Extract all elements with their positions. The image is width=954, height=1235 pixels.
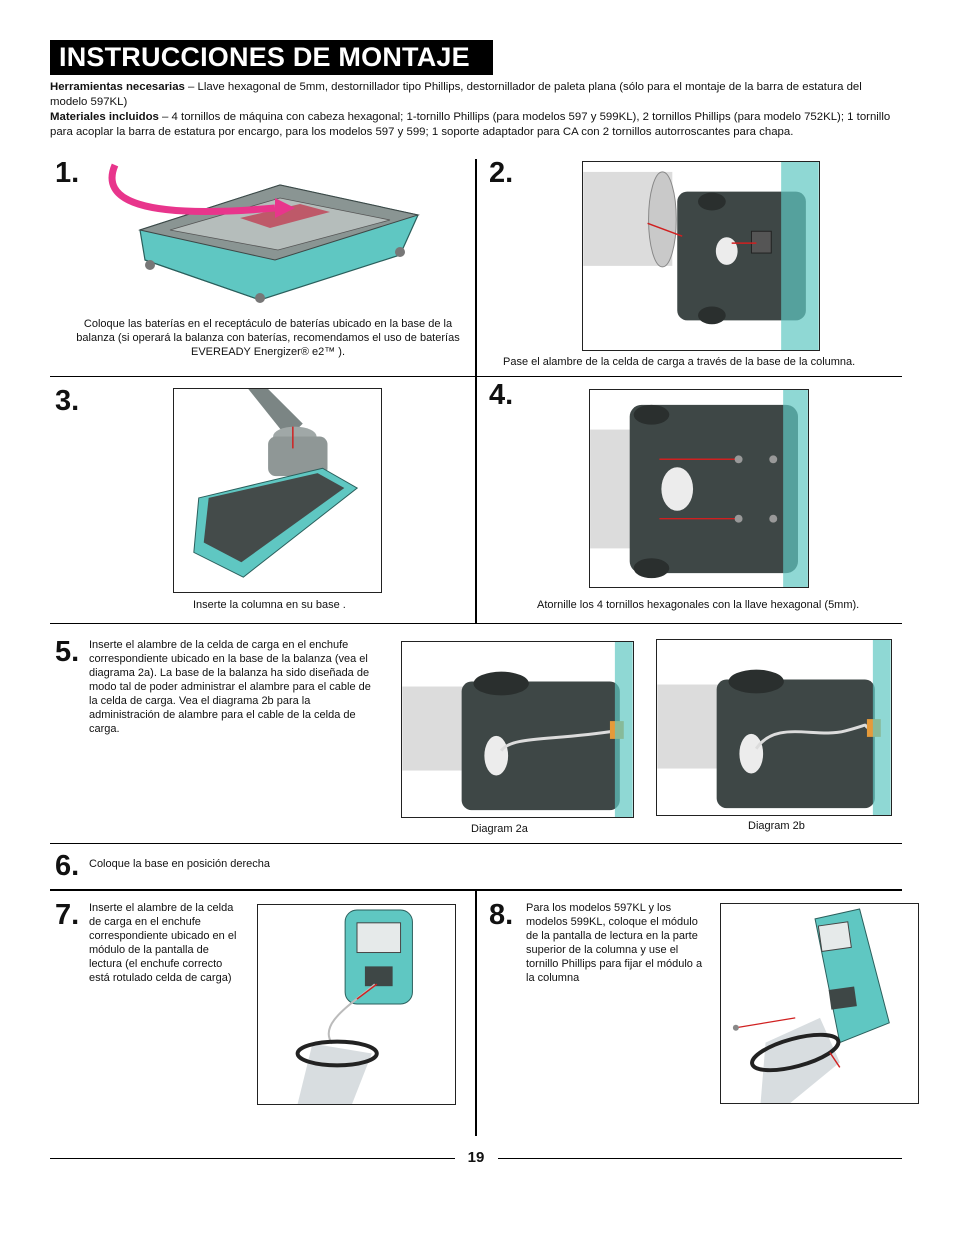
step-8-caption: Para los modelos 597KL y los modelos 599…: [526, 902, 703, 984]
divider-row-3: [50, 843, 902, 844]
step-7-illustration: [257, 904, 456, 1105]
step-8-number: 8.: [489, 899, 514, 931]
step-1-caption: Coloque las baterías en el receptáculo d…: [76, 318, 460, 358]
step-7-number: 7.: [55, 899, 80, 931]
step-7-caption: Inserte el alambre de la celda de carga …: [89, 902, 237, 984]
step-5-caption: Inserte el alambre de la celda de carga …: [89, 639, 371, 735]
step-5-number: 5.: [55, 636, 80, 668]
step-6-number: 6.: [55, 850, 80, 882]
diagram-2b-label: Diagram 2b: [748, 820, 805, 832]
step-2-illustration: [582, 161, 820, 351]
divider-col-top: [475, 159, 477, 623]
divider-col-bottom: [475, 890, 477, 1136]
page-number: 19: [467, 1149, 485, 1166]
tools-label: Herramientas necesarias: [50, 81, 185, 93]
intro-paragraph: Herramientas necesarias – Llave hexagona…: [50, 80, 902, 140]
footer-rule-right: [498, 1158, 902, 1159]
step-3-number: 3.: [55, 385, 80, 417]
step-8-illustration: [720, 903, 919, 1104]
tools-text: – Llave hexagonal de 5mm, destornillador…: [50, 81, 862, 108]
step-4-number: 4.: [489, 379, 514, 411]
step-1-illustration: [100, 160, 430, 310]
step-3-caption: Inserte la columna en su base .: [193, 599, 346, 611]
diagram-2a-illustration: [401, 641, 634, 818]
divider-row-2: [50, 623, 902, 624]
step-6-caption: Coloque la base en posición derecha: [89, 858, 271, 870]
materials-label: Materiales incluidos: [50, 111, 159, 123]
diagram-2b-illustration: [656, 639, 892, 816]
step-4-illustration: [589, 389, 809, 588]
divider-row-4: [50, 889, 902, 891]
footer-rule-left: [50, 1158, 455, 1159]
step-1-number: 1.: [55, 157, 80, 189]
step-3-illustration: [173, 388, 382, 593]
step-4-caption: Atornille los 4 tornillos hexagonales co…: [537, 599, 860, 611]
materials-text: – 4 tornillos de máquina con cabeza hexa…: [50, 111, 891, 138]
step-2-caption: Pase el alambre de la celda de carga a t…: [503, 356, 856, 368]
page-title: INSTRUCCIONES DE MONTAJE: [50, 40, 493, 75]
diagram-2a-label: Diagram 2a: [471, 823, 528, 835]
step-2-number: 2.: [489, 157, 514, 189]
